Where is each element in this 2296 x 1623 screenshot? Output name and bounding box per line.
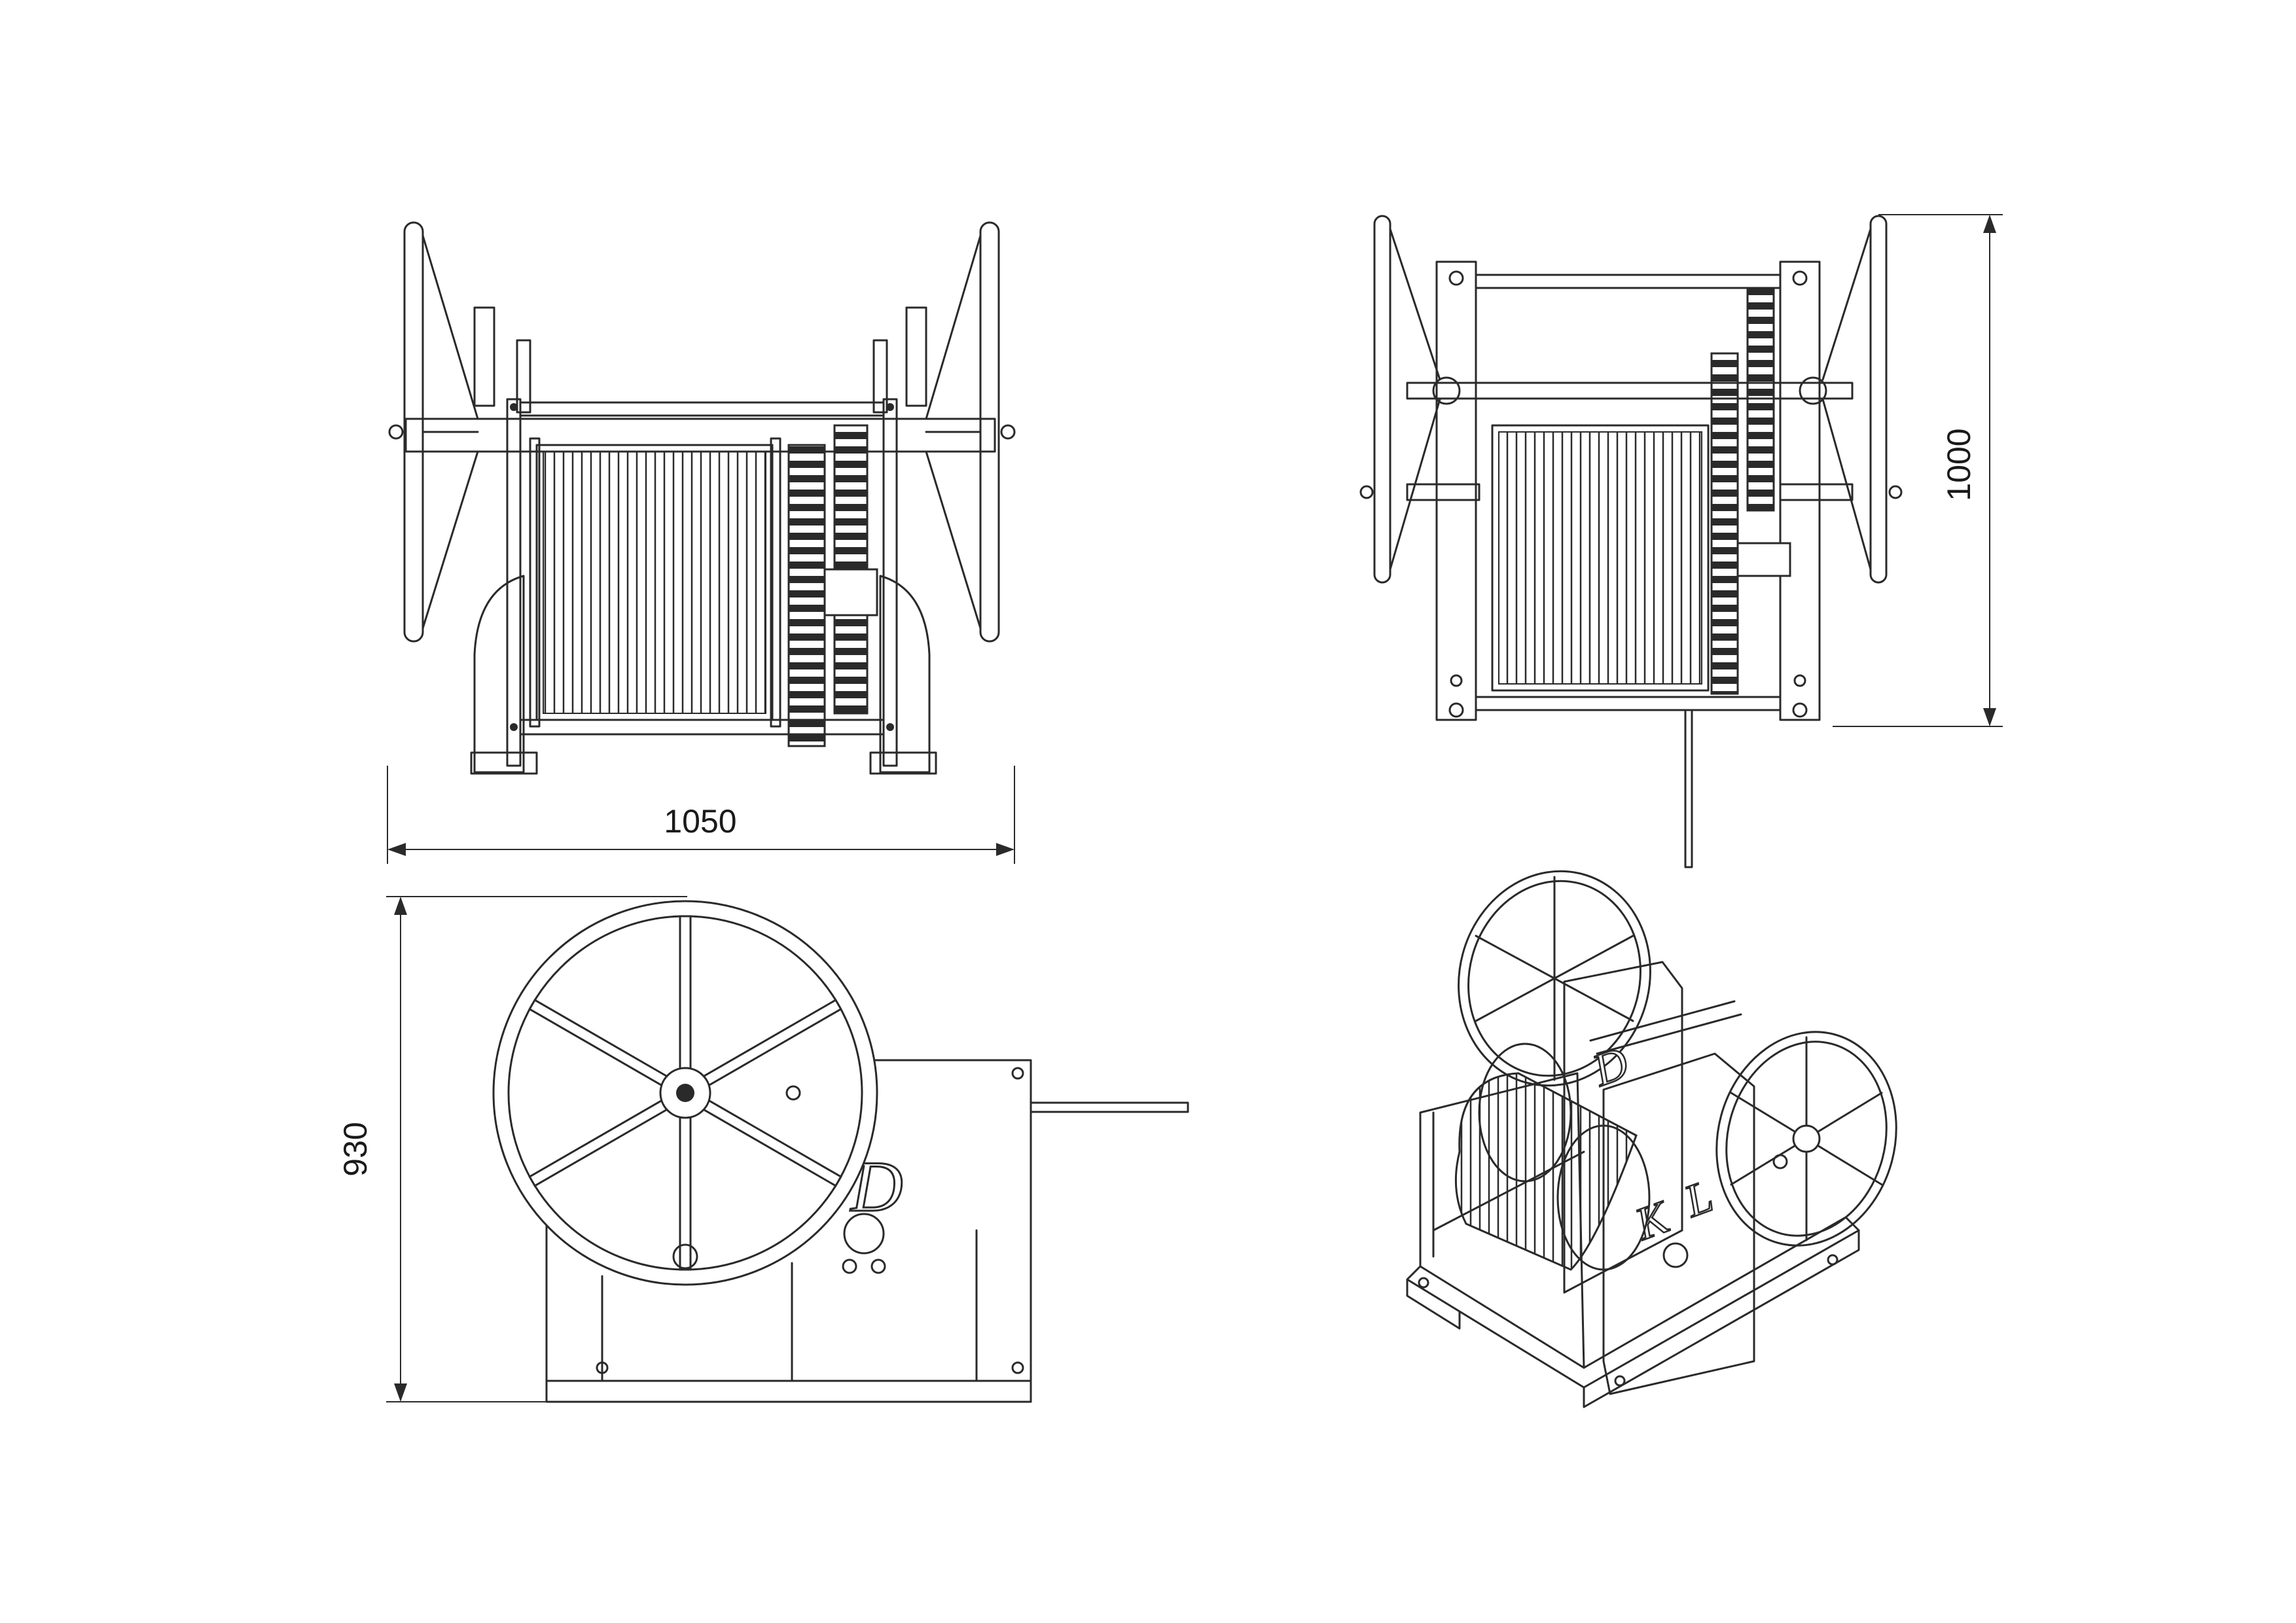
- side-plug: [785, 1085, 801, 1101]
- end-gear-hub: [1736, 542, 1791, 577]
- iso-tie-bar: [1432, 1150, 1585, 1232]
- front-left-post-2: [516, 339, 531, 414]
- front-gear-hub: [823, 568, 878, 616]
- iso-top-bar: [1589, 1000, 1742, 1055]
- end-pinion-gear: [1746, 287, 1775, 512]
- end-frame-left: [1435, 260, 1477, 721]
- front-bolt: [510, 723, 518, 731]
- iso-sight-glass: [1662, 1242, 1689, 1268]
- front-right-post-2: [872, 339, 888, 414]
- dim-height-end-label: 1000: [1941, 428, 1977, 501]
- iso-front-handwheel: [1715, 1031, 1897, 1247]
- front-bottom-bar: [519, 719, 885, 736]
- end-top-bar: [1475, 274, 1782, 289]
- dimension-width: 1050: [387, 766, 1015, 864]
- front-right-handle-knob: [1000, 424, 1016, 440]
- end-lower-shaft-right: [1779, 483, 1854, 501]
- iso-bolt: [1827, 1254, 1839, 1266]
- end-drum: [1491, 424, 1710, 692]
- iso-front-handwheel-hub: [1792, 1124, 1821, 1153]
- end-bolt: [1448, 702, 1464, 718]
- end-bolt: [1450, 674, 1463, 687]
- front-right-foot: [869, 751, 937, 775]
- iso-drum-front: [1556, 1124, 1651, 1271]
- front-left-handwheel: [403, 221, 424, 643]
- side-bolt: [596, 1361, 609, 1374]
- iso-base-frame-2: [1583, 1229, 1860, 1408]
- end-lower-shaft: [1406, 483, 1480, 501]
- front-bolt: [886, 723, 894, 731]
- end-bolt: [1793, 674, 1806, 687]
- front-left-foot: [470, 751, 538, 775]
- iso-back-handwheel-spokes: [1475, 876, 1634, 1081]
- front-left-plate: [506, 398, 522, 767]
- end-frame-right: [1779, 260, 1821, 721]
- iso-back-handwheel-inner: [1467, 880, 1641, 1077]
- front-left-handle-knob: [388, 424, 404, 440]
- end-shaft: [1406, 382, 1854, 400]
- front-drum-rope: [543, 451, 766, 714]
- end-left-handwheel: [1373, 215, 1391, 584]
- iso-front-handwheel-inner: [1725, 1041, 1888, 1237]
- side-sight-glass-bracket: [870, 1258, 886, 1274]
- side-bolt: [1011, 1067, 1024, 1080]
- side-base-plate: [545, 1380, 1032, 1403]
- front-view: [388, 221, 1016, 775]
- front-main-shaft: [404, 418, 996, 453]
- side-sight-glass-bracket: [842, 1258, 857, 1274]
- end-right-handwheel-spokes: [1821, 228, 1872, 571]
- end-left-handle-knob: [1359, 485, 1374, 499]
- iso-base-frame: [1406, 1216, 1860, 1389]
- front-big-gear: [787, 444, 826, 747]
- end-left-handwheel-spokes: [1389, 228, 1441, 571]
- side-handle-grip: [672, 1243, 698, 1270]
- side-sight-glass: [843, 1213, 885, 1255]
- side-output-shaft: [1030, 1101, 1189, 1113]
- front-left-handwheel-spokes: [422, 234, 479, 630]
- front-right-handwheel-spokes: [925, 234, 982, 630]
- dim-height-side-label: 930: [337, 1122, 374, 1176]
- end-bolt: [1792, 270, 1808, 286]
- front-drum-flange-right: [770, 437, 781, 728]
- front-right-plate: [882, 398, 898, 767]
- front-bolt: [510, 403, 518, 411]
- end-right-handwheel: [1869, 215, 1888, 584]
- side-view: K L D: [492, 900, 1189, 1403]
- front-left-post: [473, 306, 495, 407]
- side-handwheel-center: [676, 1084, 694, 1102]
- front-right-handwheel: [979, 221, 1000, 643]
- isometric-view: K L D: [1406, 870, 1897, 1408]
- iso-base-foot-left: [1406, 1278, 1461, 1330]
- dimension-height-side: 930: [337, 896, 687, 1402]
- end-right-handle-knob: [1888, 485, 1903, 499]
- front-right-post: [905, 306, 927, 407]
- end-left-bearing: [1432, 376, 1461, 405]
- end-right-bearing: [1799, 376, 1827, 405]
- front-drum-flange-left: [529, 437, 541, 728]
- front-right-support: [879, 575, 931, 774]
- iso-bolt: [1614, 1375, 1626, 1387]
- end-view: [1359, 215, 1903, 868]
- end-bolt: [1792, 702, 1808, 718]
- end-big-gear: [1710, 352, 1739, 695]
- end-rope-outlet: [1684, 709, 1693, 868]
- end-bolt: [1448, 270, 1464, 286]
- iso-front-plate: [1602, 1052, 1755, 1395]
- end-drum-rope: [1498, 431, 1702, 685]
- iso-front-handle-knob: [1772, 1154, 1788, 1169]
- iso-logo-letter-d: D: [1586, 1037, 1635, 1096]
- end-bottom-bar: [1475, 696, 1782, 711]
- front-top-bar: [519, 401, 885, 417]
- front-left-support: [473, 575, 525, 774]
- side-bolt: [1011, 1361, 1024, 1374]
- iso-logo-letter-l: L: [1677, 1171, 1719, 1227]
- iso-logo-letter-k: K: [1628, 1192, 1677, 1251]
- front-drum: [535, 444, 774, 721]
- front-bolt: [886, 403, 894, 411]
- iso-bolt: [1418, 1277, 1429, 1289]
- iso-front-frame: [1419, 1072, 1585, 1369]
- dim-width-label: 1050: [664, 803, 736, 840]
- dimension-height-end: 1000: [1833, 214, 2003, 727]
